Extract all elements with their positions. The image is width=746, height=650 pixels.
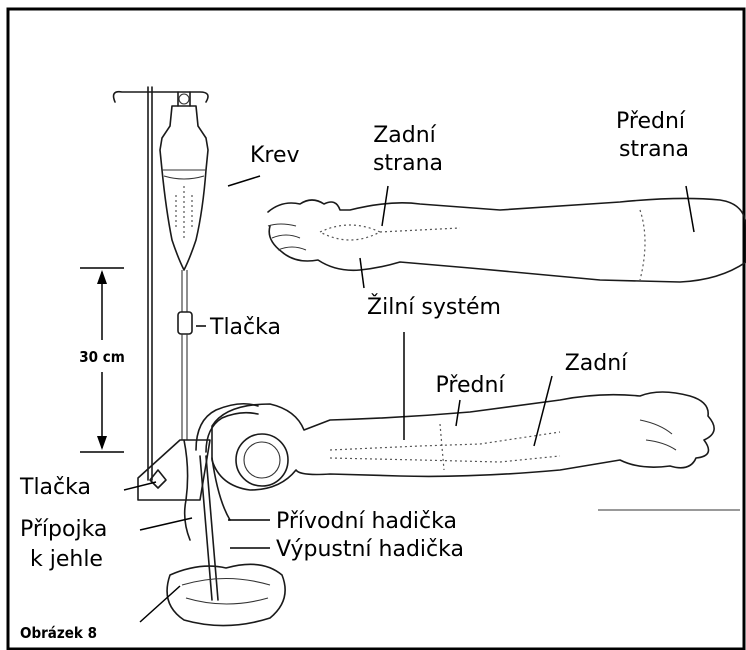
label-back-side-line1: Zadní xyxy=(373,123,436,148)
label-blood: Krev xyxy=(250,143,300,168)
label-clamp-bottom: Tlačka xyxy=(19,475,91,500)
label-inlet-tube: Přívodní hadička xyxy=(276,509,457,534)
label-front: Přední xyxy=(436,373,506,398)
label-front-side-line1: Přední xyxy=(616,109,686,134)
label-outlet-tube: Výpustní hadička xyxy=(276,537,464,562)
label-needle-connector-line1: Přípojka xyxy=(20,517,107,542)
label-needle-connector-line2: k jehle xyxy=(30,547,103,572)
label-back-side-line2: strana xyxy=(373,151,443,176)
label-front-side-line2: strana xyxy=(619,137,689,162)
figure-caption: Obrázek 8 xyxy=(20,624,97,642)
label-back: Zadní xyxy=(565,351,628,376)
label-clamp-top: Tlačka xyxy=(209,315,281,340)
label-height: 30 cm xyxy=(79,348,125,366)
label-venous-system: Žilní systém xyxy=(367,294,501,320)
